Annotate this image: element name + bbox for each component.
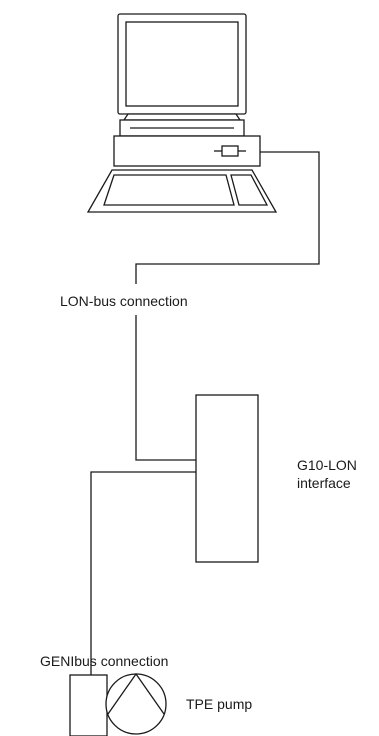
computer-icon	[86, 13, 278, 213]
interface-label-line1: G10-LON	[297, 457, 357, 473]
interface-label-line2: interface	[297, 475, 351, 491]
tpe-pump-label: TPE pump	[186, 696, 252, 712]
g10-lon-interface-box	[195, 394, 259, 563]
lon-bus-connection-label: LON-bus connection	[60, 293, 188, 309]
pump-icon	[69, 672, 167, 736]
genibus-connection-label: GENIbus connection	[40, 653, 168, 669]
lon-bus-cable	[135, 151, 320, 461]
genibus-cable	[90, 471, 196, 708]
